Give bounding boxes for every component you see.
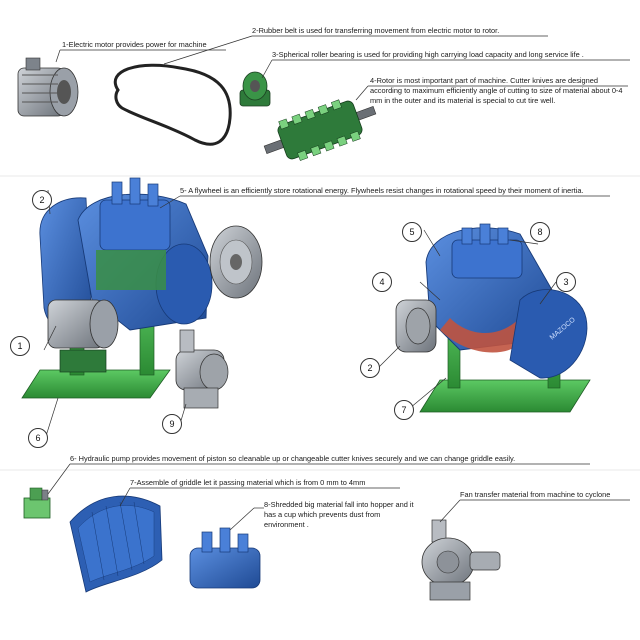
callout-right-griddle: 7 <box>394 400 414 420</box>
callout-right-hopper: 8 <box>530 222 550 242</box>
callout-left-fan: 9 <box>162 414 182 434</box>
callout-left-motor: 1 <box>10 336 30 356</box>
callout-left-pump: 6 <box>28 428 48 448</box>
fan-part-right <box>421 519 501 601</box>
note-rotor: 4-Rotor is most important part of machin… <box>370 76 623 105</box>
shredder-assembly-right <box>395 223 591 413</box>
note-hopper: 8-Shredded big material fall into hopper… <box>264 500 414 529</box>
note-rubber-belt: 2-Rubber belt is used for transferring m… <box>252 26 500 35</box>
note-roller-bearing: 3-Spherical roller bearing is used for p… <box>272 50 584 59</box>
rotor-part <box>263 99 377 161</box>
callout-right-bearing: 3 <box>556 272 576 292</box>
leader-lines <box>43 35 630 531</box>
note-fan: Fan transfer material from machine to cy… <box>460 490 611 499</box>
rubber-belt-part <box>113 63 232 146</box>
note-electric-motor: 1-Electric motor provides power for mach… <box>62 40 207 49</box>
note-flywheel: 5- A flywheel is an efficiently store ro… <box>180 186 584 195</box>
shredder-assembly-left <box>21 177 213 399</box>
callout-right-belt: 2 <box>360 358 380 378</box>
note-hydraulic-pump: 6- Hydraulic pump provides movement of p… <box>70 454 516 463</box>
roller-bearing-part <box>239 71 271 107</box>
hydraulic-pump-part <box>23 487 51 519</box>
callout-right-flywheel: 5 <box>402 222 422 242</box>
griddle-part <box>69 495 163 593</box>
hopper-part <box>189 527 261 589</box>
callout-left-belt: 2 <box>32 190 52 210</box>
flywheel-part <box>209 225 263 299</box>
electric-motor-part <box>17 57 79 117</box>
callout-right-rotor: 4 <box>372 272 392 292</box>
note-griddle: 7-Assemble of griddle let it passing mat… <box>130 478 366 487</box>
fan-part-left <box>175 329 229 409</box>
